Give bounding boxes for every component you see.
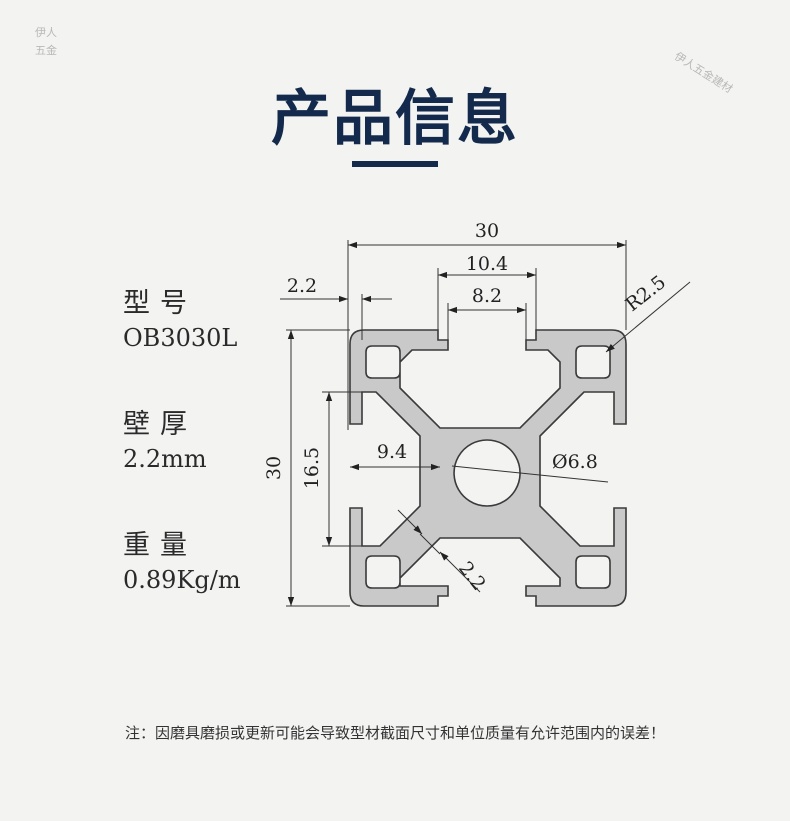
spec-weight-value: 0.89Kg/m: [123, 566, 241, 594]
title-underline: [352, 161, 438, 167]
watermark-left: 伊人 五金: [18, 24, 74, 60]
dim-inner-height: 16.5: [301, 447, 323, 489]
dim-slot-inner: 8.2: [472, 285, 502, 307]
dimension-lines: [280, 240, 691, 607]
dim-bore: Ø6.8: [552, 451, 598, 473]
aluminum-profile-section: [349, 329, 627, 607]
spec-wall-thickness-label: 壁厚: [123, 409, 197, 440]
spec-model: 型号 OB3030L: [123, 286, 237, 354]
watermark-left-line1: 伊人: [35, 26, 57, 39]
watermark-left-line2: 五金: [35, 44, 57, 57]
dim-height: 30: [263, 456, 285, 480]
tolerance-note: 注：因磨具磨损或更新可能会导致型材截面尺寸和单位质量有允许范围内的误差！: [124, 724, 665, 742]
dim-slot-outer: 10.4: [466, 253, 508, 275]
spec-wall-thickness-value: 2.2mm: [123, 445, 207, 473]
spec-model-value: OB3030L: [123, 324, 238, 352]
dim-wall: 2.2: [287, 275, 317, 297]
spec-model-label: 型号: [123, 288, 197, 319]
dim-web: 2.2: [454, 558, 490, 595]
dim-radius: R2.5: [622, 271, 671, 316]
page-title: 产品信息: [271, 84, 519, 154]
spec-weight-label: 重量: [123, 530, 197, 561]
dim-half-depth: 9.4: [377, 441, 407, 463]
spec-wall-thickness: 壁厚 2.2mm: [123, 407, 207, 475]
dim-width: 30: [475, 220, 499, 242]
spec-weight: 重量 0.89Kg/m: [123, 528, 241, 596]
